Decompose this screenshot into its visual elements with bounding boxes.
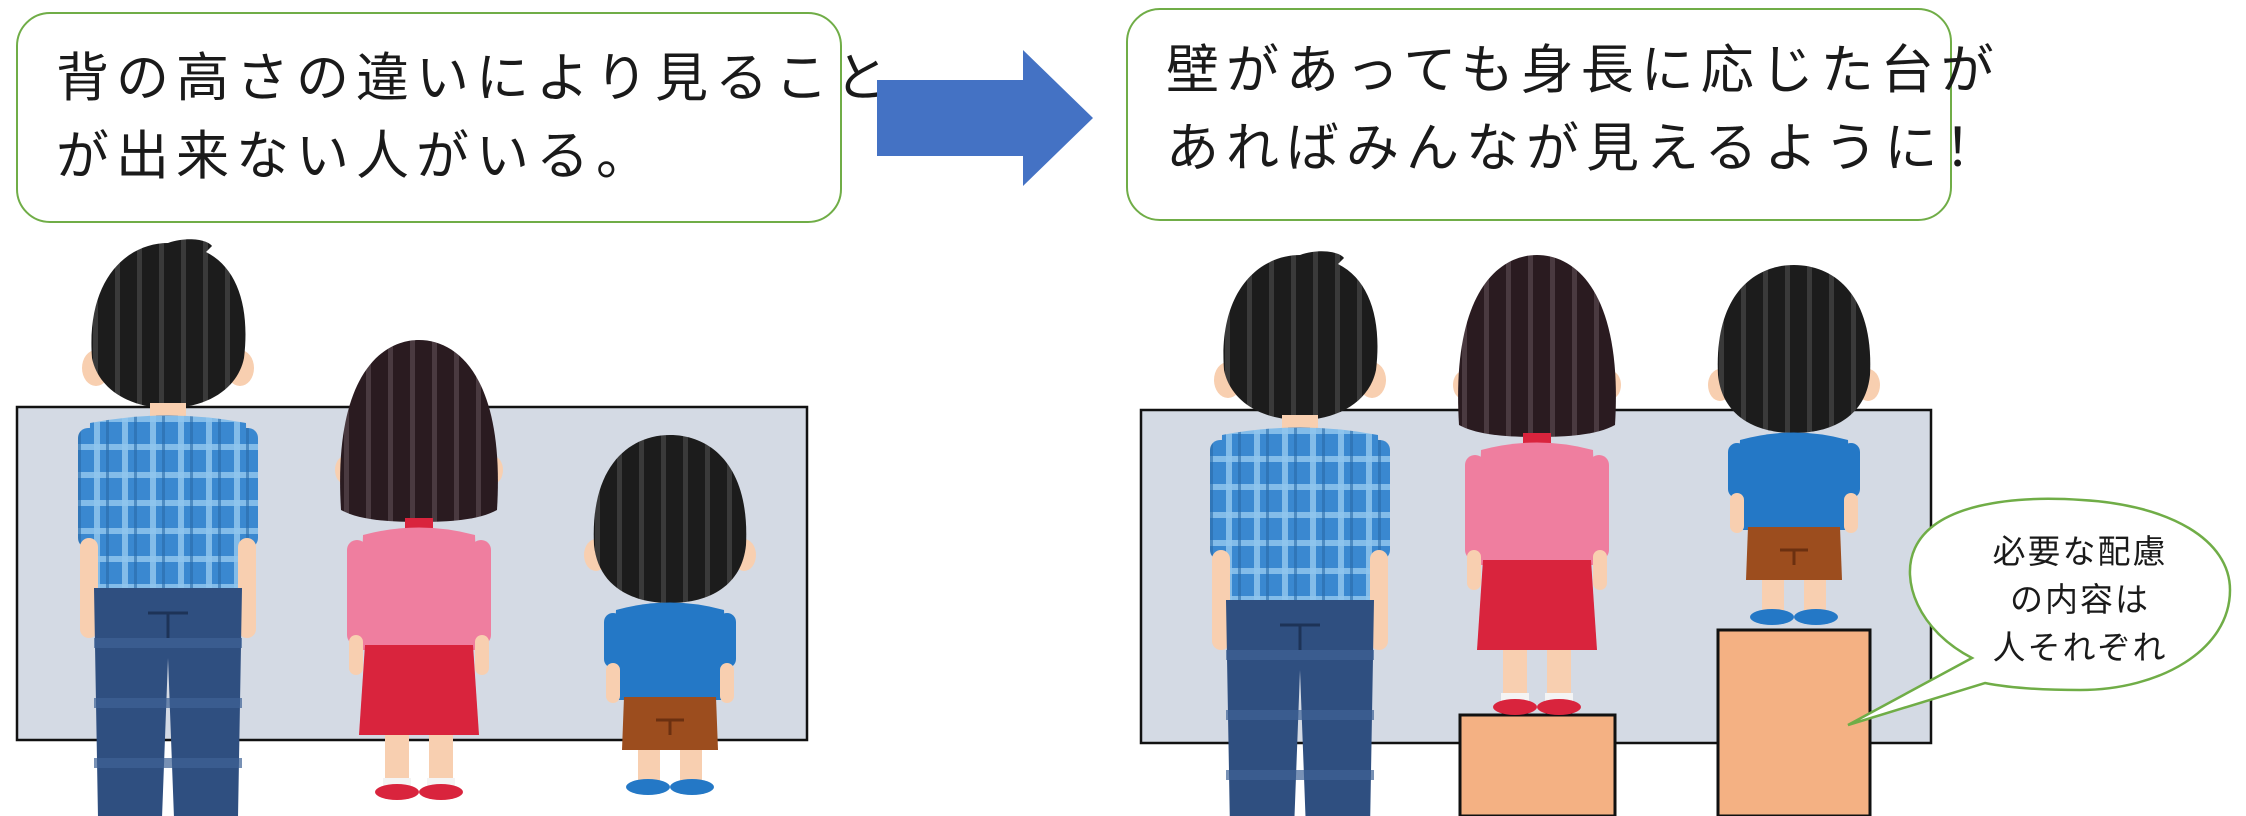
speech-line-1: 必要な配慮 bbox=[1992, 532, 2168, 571]
speech-bubble-text: 必要な配慮 の内容は 人それぞれ bbox=[1930, 528, 2230, 672]
callout-solution-line-1: 壁があっても身長に応じた台が bbox=[1166, 40, 2001, 101]
callout-problem: 背の高さの違いにより見ること が出来ない人がいる。 bbox=[16, 12, 895, 223]
callout-problem-line-1: 背の高さの違いにより見ること bbox=[56, 48, 895, 109]
girl-figure-icon bbox=[335, 340, 503, 800]
step-box-icon bbox=[1716, 628, 1872, 816]
speech-bubble bbox=[1847, 497, 2232, 727]
step-box-icon bbox=[1458, 713, 1617, 816]
callout-problem-line-2: が出来ない人がいる。 bbox=[56, 126, 656, 187]
right-arrow-icon bbox=[877, 50, 1093, 186]
girl-figure-icon bbox=[1453, 255, 1621, 715]
speech-line-3: 人それぞれ bbox=[1992, 628, 2168, 667]
callout-solution: 壁があっても身長に応じた台が あればみんなが見えるように！ bbox=[1126, 8, 2005, 221]
callout-solution-line-2: あればみんなが見えるように！ bbox=[1166, 118, 2005, 179]
speech-line-2: の内容は bbox=[2010, 580, 2150, 619]
